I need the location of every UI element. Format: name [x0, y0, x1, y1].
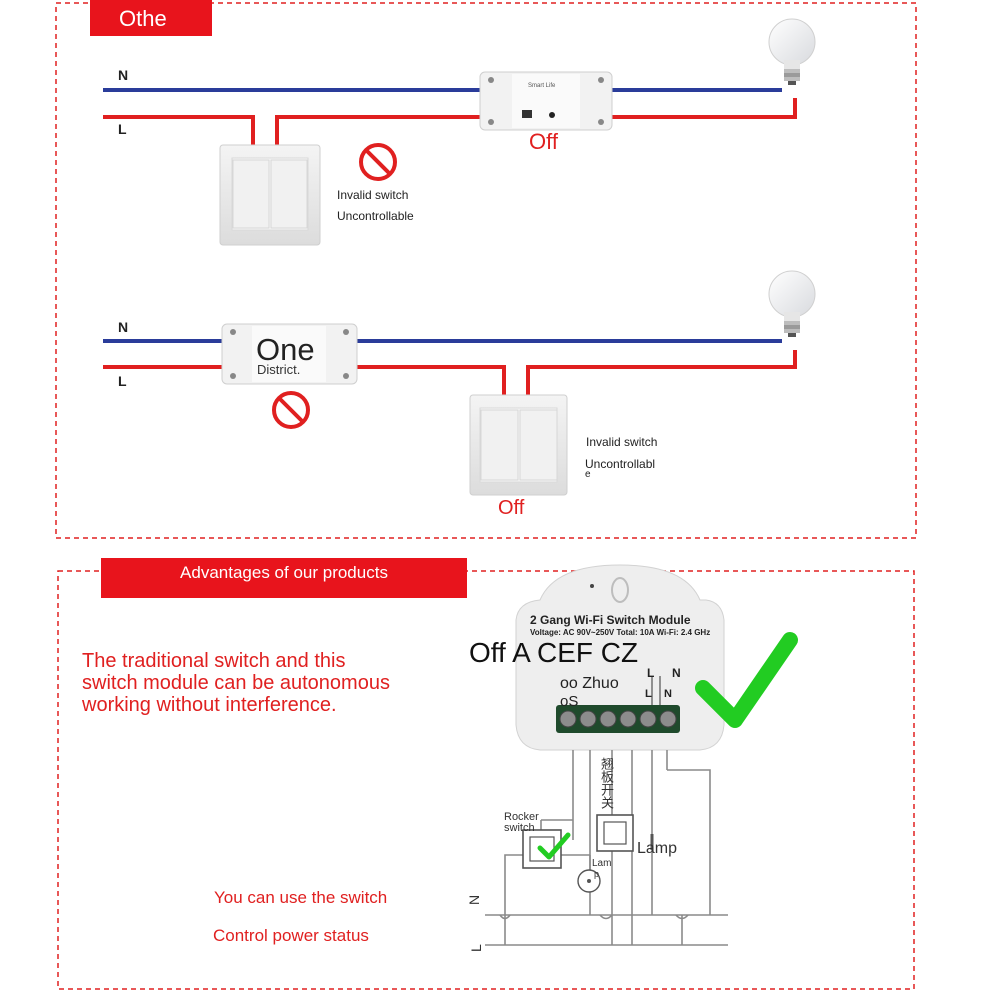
wire-l-1c — [612, 98, 797, 119]
note-2-line-1: Invalid switch — [586, 435, 658, 449]
terminal-n-2: N — [664, 688, 672, 700]
lamp-big-label: Lamp — [637, 840, 678, 857]
bulb-icon-1 — [768, 18, 816, 86]
module-2-small-label: District. — [257, 362, 301, 377]
bus-label-n: N — [466, 894, 482, 905]
no-sign-icon-2 — [272, 391, 310, 429]
module-spec: Voltage: AC 90V~250V Total: 10A Wi-Fi: 2… — [530, 628, 711, 637]
panel-3-border — [57, 570, 915, 990]
rocker-switch-icon-2 — [596, 814, 634, 852]
overlay-main: Off A CEF CZ — [469, 637, 639, 668]
desc-line-2: switch module can be autonomous — [82, 672, 390, 694]
wire-label-l-1: L — [118, 121, 127, 137]
bottom-line-1: You can use the switch — [214, 888, 388, 907]
smart-module-1 — [479, 71, 613, 131]
rocker-label-2: switch — [504, 822, 535, 834]
note-1-line-2: Uncontrollable — [337, 209, 414, 223]
panel-1-title: Othe — [119, 6, 167, 31]
wall-switch-icon-2 — [469, 394, 568, 496]
bottom-line-2: Control power status — [213, 926, 369, 945]
panel-3-title-tag: Advantages of our products — [101, 558, 467, 598]
wire-label-n-1: N — [118, 67, 129, 83]
overlay-sub-2: oS — [560, 693, 579, 710]
lamp-small-label-1: Lam — [592, 858, 612, 869]
lamp-small-label-2: p — [594, 869, 600, 879]
panel-3-title: Advantages of our products — [180, 563, 388, 582]
desc-line-3: working without interference. — [82, 694, 337, 716]
module-1-brand: Smart Life — [528, 83, 556, 89]
module-2-big-label: One — [256, 332, 315, 367]
terminal-n: N — [672, 666, 681, 680]
wire-l-1b — [275, 115, 480, 145]
no-sign-icon-1 — [359, 143, 397, 181]
wire-l-2c — [526, 350, 797, 395]
switch-2-state: Off — [498, 497, 525, 519]
panel-1-border — [55, 2, 917, 539]
bus-label-l: L — [468, 944, 484, 952]
wire-l-1 — [103, 115, 255, 145]
wire-label-l-2: L — [118, 373, 127, 389]
overlay-sub-1: oo Zhuo — [560, 675, 619, 692]
bulb-icon-2 — [768, 270, 816, 338]
smart-module-2 — [221, 323, 358, 385]
module-title: 2 Gang Wi-Fi Switch Module — [530, 613, 691, 627]
wire-l-2b — [357, 365, 506, 395]
rocker-label-1: Rocker — [504, 811, 539, 823]
panel-1-title-tag: Othe — [90, 0, 212, 36]
lamp-icon — [577, 869, 601, 893]
check-icon-small — [537, 832, 571, 860]
note-2-line-2a: Uncontrollabl — [585, 457, 656, 471]
wire-label-n-2: N — [118, 319, 129, 335]
module-1-state: Off — [529, 129, 558, 154]
terminal-l-2: L — [645, 688, 652, 700]
desc-line-1: The traditional switch and this — [82, 650, 346, 672]
note-1-line-1: Invalid switch — [337, 188, 409, 202]
switch-module-device — [515, 564, 725, 751]
rocker-label-cn: 翘板开关 — [599, 757, 614, 809]
check-icon-large — [695, 632, 798, 728]
wall-switch-icon-1 — [219, 144, 321, 246]
terminal-l: L — [647, 666, 655, 680]
note-2-line-2b: e — [585, 469, 591, 480]
